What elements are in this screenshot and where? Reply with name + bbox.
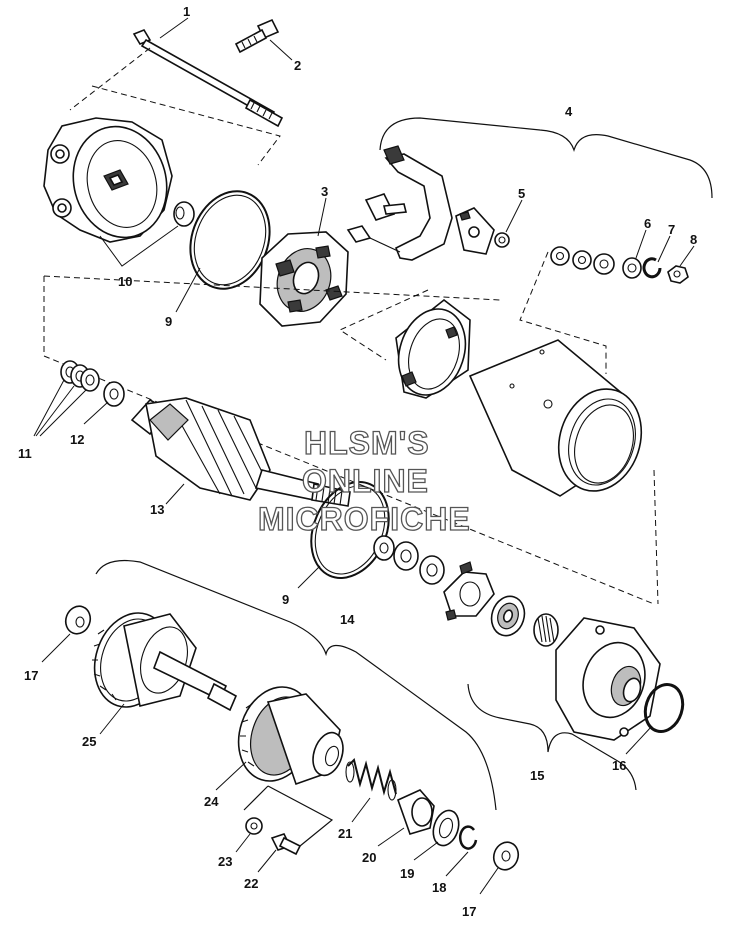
- callout-4: 4: [565, 104, 573, 119]
- callout-1: 1: [183, 4, 190, 19]
- callout-21: 21: [338, 826, 352, 841]
- leader-line-24: [215, 761, 247, 791]
- part-21-spring[interactable]: [345, 758, 397, 801]
- leader-line-3: [317, 197, 327, 237]
- guide-line: [69, 47, 151, 111]
- bracket-15: [467, 683, 637, 791]
- part-18-snap-ring[interactable]: [458, 825, 478, 850]
- leader-line-9: [175, 267, 201, 313]
- leader-line-8: [679, 245, 695, 267]
- guide-line: [43, 276, 655, 605]
- part-12-washer[interactable]: [103, 381, 125, 407]
- guide-line: [338, 289, 429, 361]
- guide-line: [653, 469, 659, 605]
- leader-line-21: [351, 797, 371, 823]
- bearing[interactable]: [487, 592, 530, 640]
- part-2-bolt[interactable]: [234, 18, 280, 54]
- callout-22: 22: [244, 876, 258, 891]
- part-4-brush-holder[interactable]: [346, 145, 495, 261]
- part-16-o-ring[interactable]: [639, 680, 688, 737]
- guide-line: [91, 85, 281, 166]
- leader-line-16: [625, 725, 653, 755]
- part-5-washer[interactable]: [494, 232, 510, 248]
- part-9-o-ring-upper[interactable]: [177, 180, 283, 300]
- bracket-22-23: [243, 785, 334, 847]
- callout-6: 6: [644, 216, 651, 231]
- part-11-shim-set[interactable]: [60, 360, 100, 392]
- callout-5: 5: [518, 186, 525, 201]
- leader-line-10: [99, 225, 179, 267]
- needle-bearing[interactable]: [533, 613, 559, 647]
- watermark-line-3: MICROFICHE: [258, 501, 471, 537]
- leader-line-7: [657, 235, 671, 263]
- planetary-plate[interactable]: [443, 561, 495, 621]
- leader-line-22: [257, 849, 277, 873]
- part-15-drive-housing[interactable]: [555, 617, 661, 741]
- callout-24: 24: [204, 794, 219, 809]
- callout-23: 23: [218, 854, 232, 869]
- callout-13: 13: [150, 502, 164, 517]
- callout-17-upper: 17: [24, 668, 38, 683]
- leader-line-17: [41, 633, 71, 663]
- part-4-brush-housing[interactable]: [388, 298, 476, 404]
- leader-line-5: [505, 199, 523, 233]
- leader-line-6: [635, 229, 647, 259]
- part-13-armature[interactable]: [130, 397, 351, 507]
- part-6-washer-set[interactable]: [550, 246, 642, 279]
- leader-line-20: [377, 827, 405, 847]
- motor-yoke[interactable]: [468, 339, 654, 502]
- bracket-4: [379, 117, 713, 199]
- part-3-brush-plate[interactable]: [259, 231, 349, 327]
- part-24-overrunning-clutch[interactable]: [227, 677, 348, 791]
- part-7-lock-washer[interactable]: [642, 257, 662, 279]
- shaft-washer-set[interactable]: [373, 535, 445, 585]
- part-25-internal-gear-shaft[interactable]: [83, 603, 238, 717]
- leader-line-13: [165, 483, 185, 505]
- part-10-front-housing[interactable]: [43, 116, 179, 248]
- callout-20: 20: [362, 850, 376, 865]
- callout-10: 10: [118, 274, 132, 289]
- callout-2: 2: [294, 58, 301, 73]
- callout-9-lower: 9: [282, 592, 289, 607]
- callout-15: 15: [530, 768, 544, 783]
- leader-line-25: [99, 703, 125, 735]
- part-17-washer-lower[interactable]: [490, 839, 522, 874]
- part-22-bolt[interactable]: [270, 833, 302, 856]
- callout-16: 16: [612, 758, 626, 773]
- callout-14: 14: [340, 612, 355, 627]
- leader-line-12: [83, 401, 109, 425]
- part-17-washer-upper[interactable]: [62, 603, 94, 638]
- part-19-stop-ring[interactable]: [429, 807, 463, 849]
- callout-3: 3: [321, 184, 328, 199]
- leader-line-1: [159, 17, 189, 39]
- callout-9-upper: 9: [165, 314, 172, 329]
- leader-line-11: [33, 379, 87, 437]
- callout-12: 12: [70, 432, 84, 447]
- callout-7: 7: [668, 222, 675, 237]
- watermark: HLSM'S ONLINE MICROFICHE: [257, 424, 471, 537]
- leader-line-17-lower: [479, 867, 499, 895]
- callout-19: 19: [400, 866, 414, 881]
- guide-line: [43, 275, 501, 301]
- callout-11: 11: [18, 446, 32, 461]
- part-20-collar[interactable]: [397, 789, 435, 835]
- part-8-nut[interactable]: [667, 265, 689, 284]
- part-10-bushing[interactable]: [173, 201, 195, 227]
- callout-18: 18: [432, 880, 446, 895]
- leader-line-9-lower: [297, 565, 321, 589]
- callout-17-lower: 17: [462, 904, 476, 919]
- leader-line-23: [235, 833, 251, 853]
- watermark-line-2: ONLINE: [302, 463, 429, 499]
- callout-8: 8: [690, 232, 697, 247]
- part-23-washer[interactable]: [245, 817, 263, 835]
- part-1-through-bolt[interactable]: [132, 29, 284, 128]
- callout-25: 25: [82, 734, 96, 749]
- leader-line-19: [413, 841, 439, 861]
- bracket-14: [95, 559, 497, 811]
- leader-line-18: [445, 851, 469, 877]
- watermark-line-1: HLSM'S: [304, 425, 430, 461]
- leader-line-2: [269, 39, 293, 61]
